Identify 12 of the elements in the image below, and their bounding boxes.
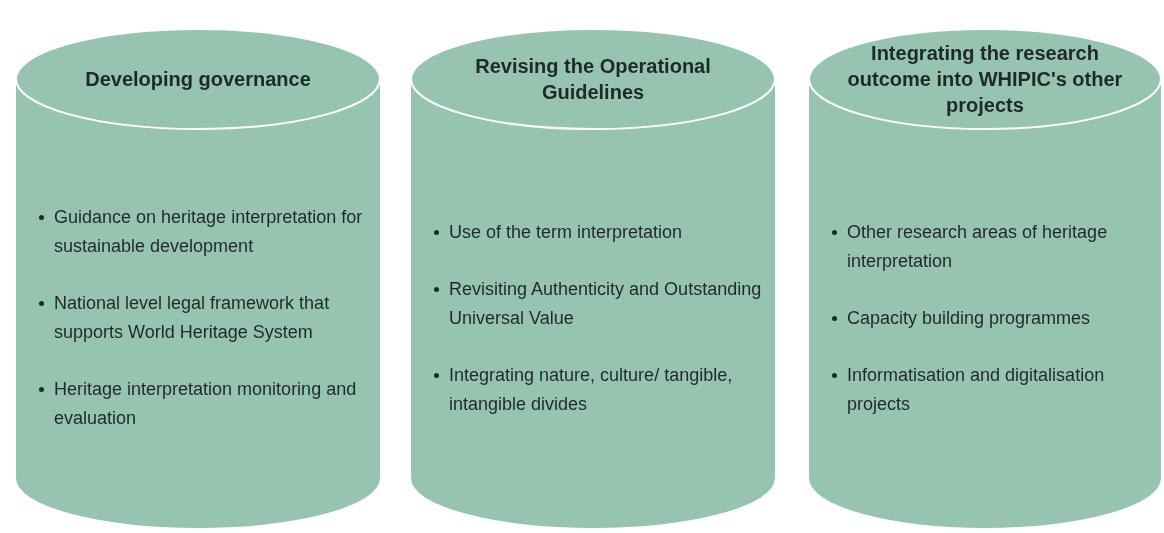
cylinder-heading: Revising the Operational Guidelines [474,54,712,105]
bullet-text: Other research areas of heritage interpretation [847,220,1109,273]
cylinder-heading: Integrating the research outcome into WHIPIC's other projects [846,41,1124,118]
bullet-text: Capacity building programmes [847,306,1091,330]
bullet-text: National level legal framework that supports World Heritage System [54,292,331,344]
bullet-text: Revisiting Authenticity and Outstanding Universal Value [449,277,763,330]
bullet-text: Guidance on heritage interpretation for sustainable development [54,206,364,258]
bullet-text: Heritage interpretation monitoring and evaluation [54,378,358,430]
cylinder-heading: Developing governance [85,67,311,92]
bullet-text: Integrating nature, culture/ tangible, intangible divides [449,363,734,416]
bullet-text: Use of the term interpretation [449,220,683,244]
bullet-text: Informatisation and digitalisation projects [847,363,1106,416]
